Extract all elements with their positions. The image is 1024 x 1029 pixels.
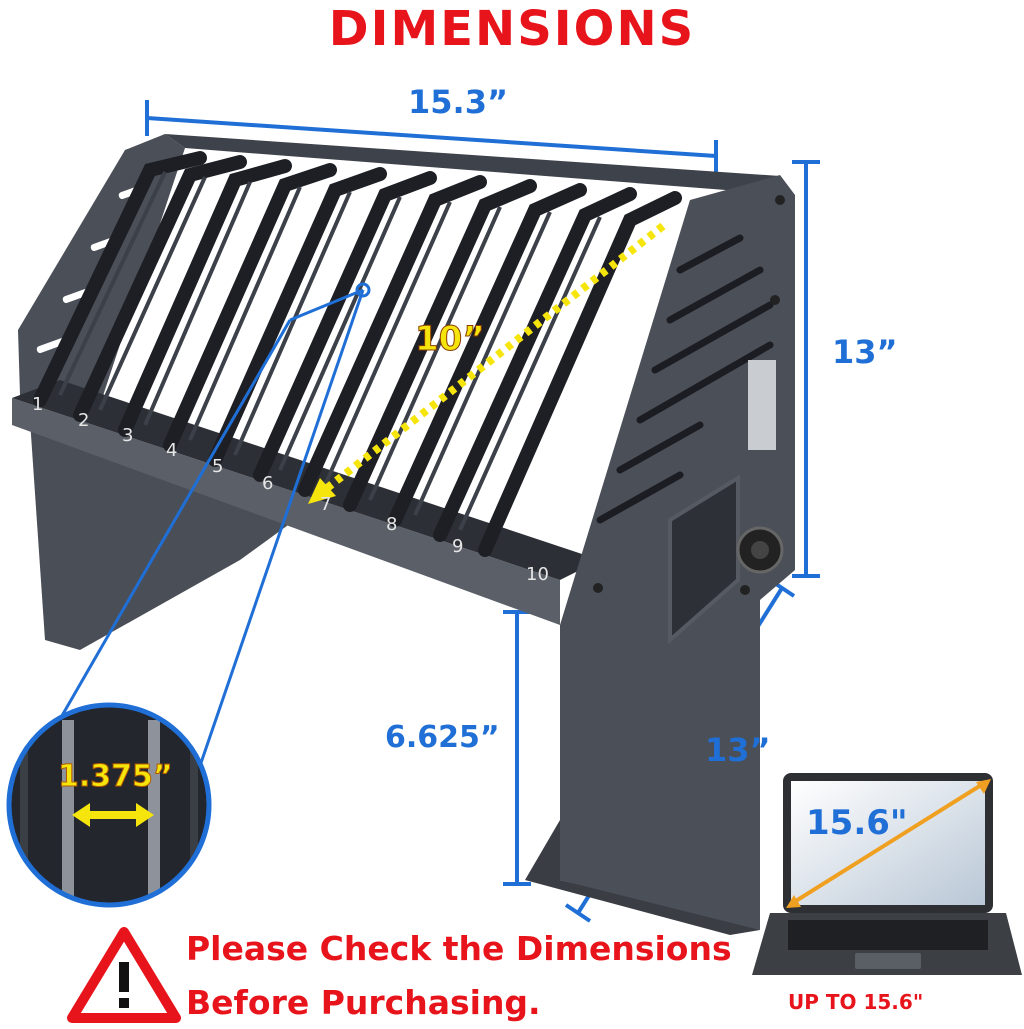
- slot-number: 5: [212, 456, 223, 477]
- screws: [593, 195, 785, 595]
- slot-number: 9: [452, 536, 463, 557]
- slot-number: 8: [386, 514, 397, 535]
- carry-handle: [668, 474, 740, 645]
- width-label: 15.3”: [408, 83, 508, 121]
- slot-numbers: 1 2 3 4 5 6 7 8 9 10: [32, 394, 549, 585]
- depth-label: 13”: [705, 731, 771, 769]
- slot-number: 1: [32, 394, 43, 415]
- slot-number: 10: [526, 564, 549, 585]
- slot-depth-label: 10”: [415, 319, 485, 359]
- left-leg: [30, 420, 295, 650]
- laptop-icon: [752, 773, 1022, 975]
- slot-spacing-label: 1.375”: [58, 759, 173, 794]
- label-sticker: [748, 360, 776, 450]
- warning-line-2: Before Purchasing.: [186, 983, 541, 1022]
- slot-number: 4: [166, 440, 177, 461]
- slot-number: 7: [320, 494, 331, 515]
- laptop-caption: UP TO 15.6": [788, 990, 924, 1014]
- detail-inset: [9, 705, 209, 905]
- slot-depth-arrow: [319, 222, 666, 496]
- divider-rack: [33, 151, 682, 557]
- right-panel-slots: [596, 234, 774, 524]
- slot-number: 3: [122, 425, 133, 446]
- slot-number: 6: [262, 473, 273, 494]
- divider-highlights: [58, 171, 602, 531]
- warning-line-1: Please Check the Dimensions: [186, 929, 732, 968]
- height-label: 13”: [832, 333, 898, 371]
- slot-number: 2: [78, 410, 89, 431]
- spacing-arrow: [72, 803, 154, 827]
- clearance-label: 6.625”: [385, 720, 500, 755]
- laptop-screen-size: 15.6": [806, 803, 908, 843]
- page-title: DIMENSIONS: [328, 1, 696, 57]
